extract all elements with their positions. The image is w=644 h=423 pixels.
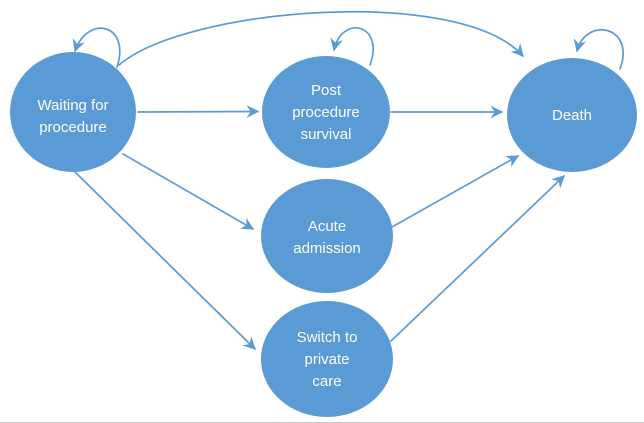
arrow-post-self-loop xyxy=(330,27,374,66)
post-node-label-line-1: Post xyxy=(311,82,342,99)
arrow-waiting-to-switch xyxy=(73,170,256,350)
node-death: Death xyxy=(507,58,637,172)
acute-node-label-line-2: admission xyxy=(293,240,361,257)
arrow-death-self-loop xyxy=(573,28,624,70)
arrow-switch-to-death xyxy=(390,175,565,342)
node-switch-to-private-care: Switch to private care xyxy=(261,301,393,417)
waiting-node-label-line-1: Waiting for xyxy=(37,97,108,114)
switch-node-label-line-1: Switch to xyxy=(297,329,358,346)
arrow-waiting-to-acute xyxy=(122,153,255,230)
death-node-ellipse xyxy=(507,58,637,172)
waiting-node-label-line-2: procedure xyxy=(39,119,107,136)
arrow-acute-to-death xyxy=(391,155,520,228)
switch-node-label-line-3: care xyxy=(312,373,341,390)
death-node-label-line-1: Death xyxy=(552,107,592,124)
switch-node-ellipse xyxy=(261,301,393,417)
post-node-label-line-3: survival xyxy=(301,126,352,143)
arrow-waiting-to-death xyxy=(118,10,524,66)
switch-node-label-line-2: private xyxy=(304,351,349,368)
node-acute-admission: Acute admission xyxy=(261,179,393,293)
arrow-waiting-self-loop xyxy=(72,27,121,68)
post-node-label-line-2: procedure xyxy=(292,104,360,121)
acute-node-ellipse xyxy=(261,179,393,293)
acute-node-label-line-1: Acute xyxy=(308,218,346,235)
arrow-waiting-to-post xyxy=(137,105,260,118)
node-waiting-for-procedure: Waiting for procedure xyxy=(10,52,136,172)
waiting-node-ellipse xyxy=(10,52,136,172)
node-post-procedure-survival: Post procedure survival xyxy=(262,56,390,168)
post-node-ellipse xyxy=(262,56,390,168)
